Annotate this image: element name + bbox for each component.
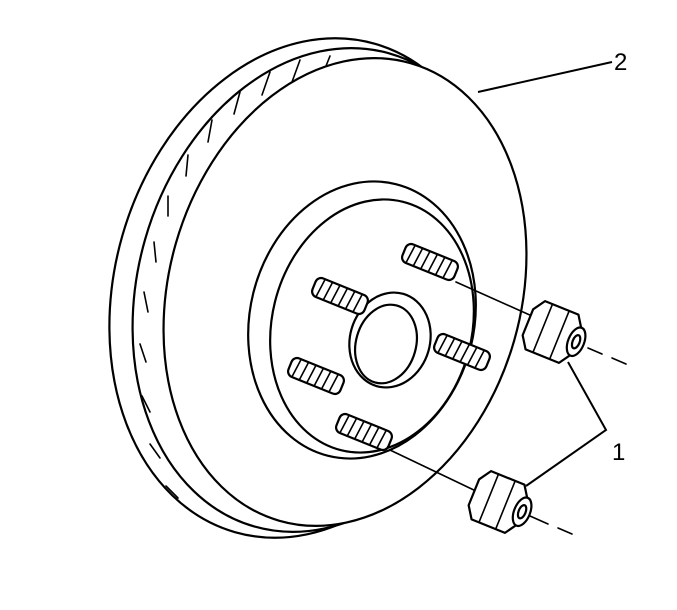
wheel-stud <box>335 412 393 452</box>
wheel-stud <box>433 332 491 372</box>
wheel-studs <box>287 242 491 452</box>
callout-nuts-number: 1 <box>612 439 625 466</box>
callout-leaders <box>477 61 613 487</box>
wheel-stud <box>401 242 459 282</box>
lug-nut <box>467 470 533 534</box>
leader-rotor <box>477 61 613 93</box>
callout-rotor-number: 2 <box>614 49 627 76</box>
lug-nut <box>521 300 587 364</box>
wheel-stud <box>287 356 345 396</box>
rotor-center-bore-inner <box>354 303 418 385</box>
rotor-cooling-vanes <box>139 55 331 499</box>
leader-nuts <box>525 361 608 487</box>
wheel-stud <box>311 276 369 316</box>
stud-centerlines <box>389 281 627 535</box>
